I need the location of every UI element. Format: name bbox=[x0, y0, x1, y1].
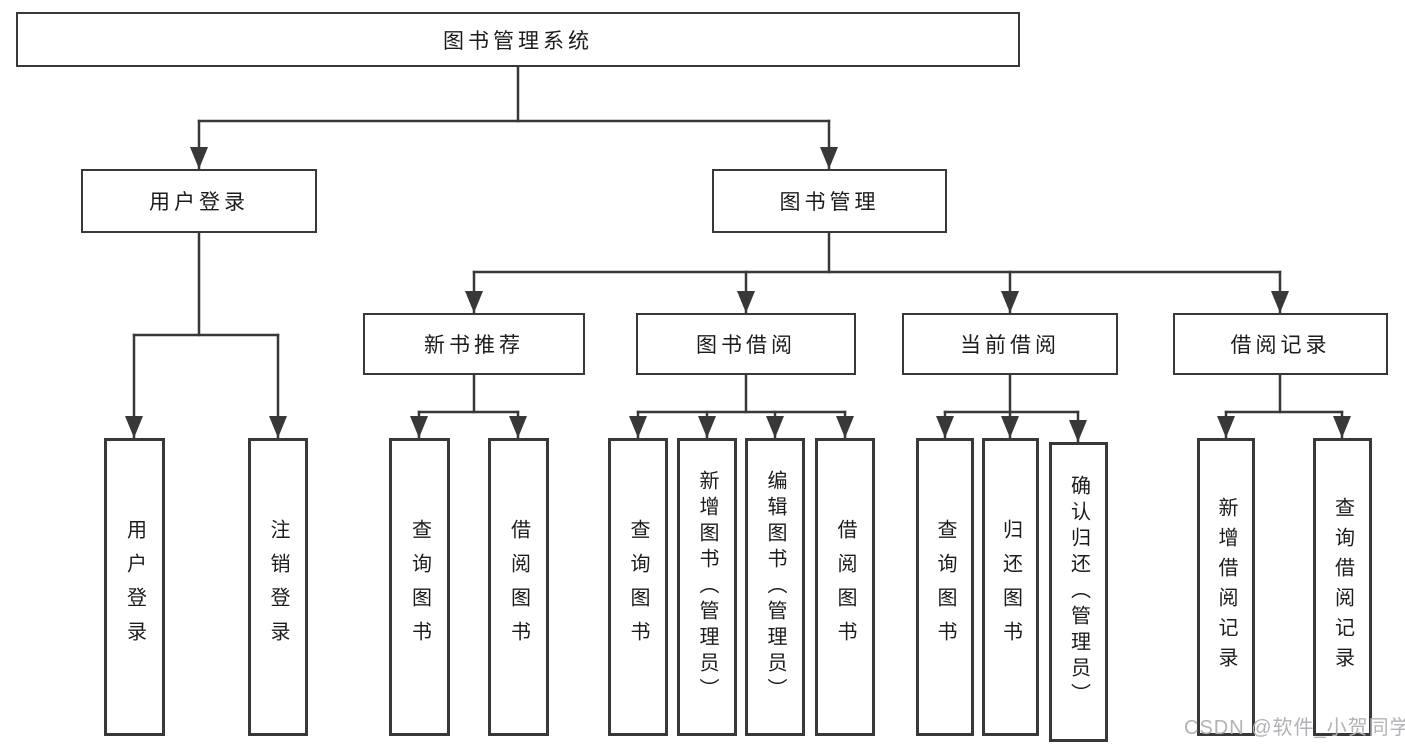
leaf-edit-book-admin: 编辑图书（管理员） bbox=[745, 438, 805, 736]
node-book-management: 图书管理 bbox=[712, 169, 947, 233]
leaf-label: 注销登录 bbox=[267, 519, 289, 655]
leaf-label: 归还图书 bbox=[999, 519, 1022, 655]
leaf-query-book-current: 查询图书 bbox=[916, 438, 974, 736]
leaf-add-borrow-record: 新增借阅记录 bbox=[1197, 438, 1255, 736]
leaf-add-book-admin: 新增图书（管理员） bbox=[677, 438, 737, 736]
leaf-label: 查询借阅记录 bbox=[1331, 497, 1354, 677]
node-current-borrow: 当前借阅 bbox=[902, 313, 1118, 375]
node-new-book-recommend: 新书推荐 bbox=[363, 313, 585, 375]
node-user-login: 用户登录 bbox=[81, 169, 317, 233]
node-label: 用户登录 bbox=[149, 191, 249, 214]
node-label: 新书推荐 bbox=[424, 334, 524, 357]
node-label: 当前借阅 bbox=[960, 334, 1060, 357]
node-label: 借阅记录 bbox=[1230, 334, 1331, 357]
leaf-label: 查询图书 bbox=[934, 519, 956, 655]
leaf-label: 编辑图书（管理员） bbox=[764, 470, 786, 704]
leaf-confirm-return-admin: 确认归还（管理员） bbox=[1049, 442, 1108, 742]
leaf-label: 借阅图书 bbox=[507, 519, 530, 655]
leaf-query-book-borrow: 查询图书 bbox=[608, 438, 668, 736]
leaf-label: 查询图书 bbox=[408, 519, 431, 655]
leaf-label: 确认归还（管理员） bbox=[1067, 475, 1090, 709]
node-library-management-system: 图书管理系统 bbox=[16, 12, 1020, 67]
leaf-query-borrow-record: 查询借阅记录 bbox=[1313, 438, 1372, 736]
leaf-label: 新增图书（管理员） bbox=[696, 470, 718, 704]
csdn-watermark: CSDN @软件_小贺同学 bbox=[1184, 717, 1405, 739]
leaf-borrow-book: 借阅图书 bbox=[815, 438, 875, 736]
node-label: 图书管理系统 bbox=[443, 29, 593, 53]
node-borrow-record: 借阅记录 bbox=[1173, 313, 1388, 375]
leaf-label: 用户登录 bbox=[123, 519, 146, 655]
leaf-label: 新增借阅记录 bbox=[1215, 497, 1237, 677]
node-label: 图书借阅 bbox=[696, 334, 796, 357]
leaf-label: 借阅图书 bbox=[834, 519, 856, 655]
node-book-borrow: 图书借阅 bbox=[636, 313, 856, 375]
leaf-user-login: 用户登录 bbox=[104, 438, 165, 736]
leaf-query-book-recommend: 查询图书 bbox=[389, 438, 450, 736]
leaf-borrow-book-recommend: 借阅图书 bbox=[488, 438, 549, 736]
node-label: 图书管理 bbox=[779, 191, 880, 214]
leaf-return-book: 归还图书 bbox=[982, 438, 1039, 736]
leaf-logout: 注销登录 bbox=[248, 438, 308, 736]
leaf-label: 查询图书 bbox=[627, 519, 649, 655]
